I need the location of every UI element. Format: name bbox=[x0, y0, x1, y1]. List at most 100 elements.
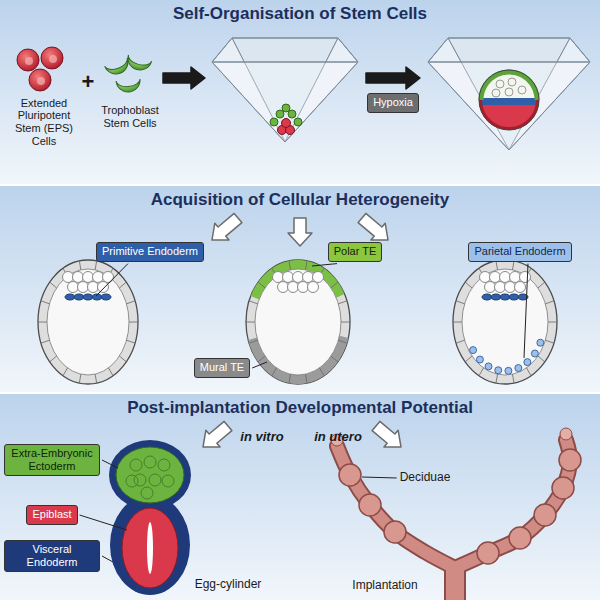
icm-cell bbox=[278, 282, 289, 293]
icm-cell bbox=[303, 272, 314, 283]
parietal-cell bbox=[476, 356, 483, 363]
blastoid bbox=[453, 260, 557, 384]
decidua bbox=[559, 449, 581, 471]
decidua bbox=[359, 494, 381, 516]
label-box: Mural TE bbox=[194, 358, 250, 377]
annotation-label: in utero bbox=[314, 430, 362, 445]
eps-cell bbox=[17, 49, 39, 71]
uterine-horn bbox=[455, 440, 570, 568]
leader-line bbox=[252, 362, 267, 368]
cell-border bbox=[548, 322, 557, 323]
cell-border bbox=[456, 340, 464, 343]
exe-cell bbox=[144, 456, 156, 468]
parietal-cell bbox=[505, 367, 512, 374]
blastocoel bbox=[462, 269, 548, 375]
block-arrow bbox=[212, 213, 242, 240]
label-text: Hypoxia bbox=[373, 96, 413, 109]
label-box: Extra-Embryonic Ectoderm bbox=[4, 444, 100, 476]
exe-cell bbox=[141, 487, 153, 499]
parietal-cell bbox=[485, 363, 492, 370]
decidua bbox=[477, 542, 499, 564]
decidua bbox=[339, 464, 361, 486]
cell-border bbox=[258, 282, 265, 288]
block-arrow bbox=[372, 421, 401, 447]
label-text: Extra-Embryonic Ectoderm bbox=[10, 447, 94, 473]
cell-border bbox=[258, 356, 265, 362]
cell-border bbox=[272, 368, 277, 376]
icm-cell bbox=[293, 272, 304, 283]
cell-border bbox=[127, 301, 135, 304]
icm-cell bbox=[298, 282, 309, 293]
uterine-body bbox=[444, 566, 466, 600]
parietal-cell bbox=[515, 365, 522, 372]
cell-border bbox=[109, 368, 114, 376]
cell-border bbox=[41, 340, 49, 343]
aggregate-outline bbox=[479, 70, 539, 130]
annotation-label: Extended Pluripotent Stem (EPS) Cells bbox=[4, 97, 84, 148]
label-box: Polar TE bbox=[328, 242, 383, 261]
aggregate bbox=[479, 70, 539, 134]
cell-border bbox=[479, 368, 484, 376]
trophoblast-cell bbox=[116, 79, 141, 93]
cell-border bbox=[545, 340, 553, 343]
blastocoel bbox=[255, 269, 341, 375]
ovary bbox=[560, 428, 572, 440]
microwell bbox=[428, 38, 590, 150]
label-text: Primitive Endoderm bbox=[102, 245, 198, 258]
icm-cell bbox=[308, 282, 319, 293]
icm-cell bbox=[505, 282, 516, 293]
cell-border bbox=[341, 322, 350, 323]
cell-border bbox=[119, 356, 126, 362]
label-text: Polar TE bbox=[334, 245, 377, 258]
cell-border bbox=[41, 301, 49, 304]
trophectoderm bbox=[38, 260, 138, 384]
annotation-label: + bbox=[82, 69, 95, 94]
well-rim bbox=[428, 38, 590, 62]
blastoid bbox=[38, 260, 138, 384]
nucleus bbox=[49, 55, 57, 63]
nucleus bbox=[25, 57, 33, 65]
decidua bbox=[509, 527, 531, 549]
eps-cell bbox=[282, 119, 291, 128]
icm-cell bbox=[520, 272, 531, 283]
leader-line bbox=[102, 556, 113, 562]
annotation-label: Trophoblast Stem Cells bbox=[92, 104, 168, 129]
exe-cell bbox=[126, 475, 138, 487]
inner-cell bbox=[505, 88, 513, 96]
icm-cell bbox=[273, 272, 284, 283]
parietal-cell bbox=[495, 367, 502, 374]
label-box: Parietal Endoderm bbox=[468, 242, 571, 261]
leader-line bbox=[524, 264, 528, 358]
label-text: Epiblast bbox=[32, 508, 71, 521]
cell-border bbox=[512, 374, 514, 383]
cell-border bbox=[79, 374, 81, 383]
panel-heading: Acquisition of Cellular Heterogeneity bbox=[0, 186, 600, 210]
icm-cell bbox=[103, 272, 114, 283]
panel-ground bbox=[0, 186, 600, 392]
cell-border bbox=[496, 261, 498, 270]
icm-cell bbox=[313, 272, 324, 283]
block-arrow bbox=[288, 218, 312, 246]
stage-panel: Post-implantation Developmental Potentia… bbox=[0, 394, 600, 600]
leader-line bbox=[80, 515, 127, 530]
cell-border bbox=[320, 368, 325, 376]
inner-cell bbox=[496, 80, 504, 88]
exe-cell bbox=[158, 459, 170, 471]
cell-border bbox=[63, 368, 68, 376]
icm-cell bbox=[63, 272, 74, 283]
icm-cell bbox=[515, 282, 526, 293]
parietal-cell bbox=[537, 339, 544, 346]
trophectoderm bbox=[246, 260, 350, 384]
cell-border bbox=[538, 356, 545, 362]
icm-cell bbox=[480, 272, 491, 283]
icm-cell bbox=[495, 282, 506, 293]
endoderm-cell bbox=[101, 294, 111, 300]
icm-cell bbox=[88, 282, 99, 293]
decidua bbox=[384, 521, 406, 543]
cell-border bbox=[512, 261, 514, 270]
decidua bbox=[552, 477, 574, 499]
icm-cell bbox=[68, 282, 79, 293]
decidua bbox=[534, 504, 556, 526]
cell-border bbox=[79, 261, 81, 270]
